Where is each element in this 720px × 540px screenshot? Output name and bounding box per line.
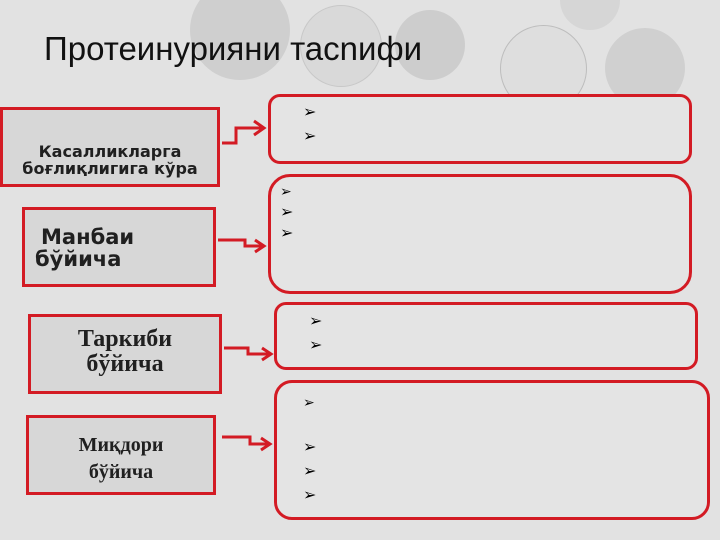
bullet-marker: ➢: [280, 183, 292, 199]
bullet-list-box: ➢ ➢ ➢: [268, 174, 692, 294]
connector-arrow: [222, 435, 270, 446]
bullet-marker: ➢: [303, 439, 317, 456]
bullet-marker: ➢: [303, 463, 317, 480]
bullet-marker: ➢: [280, 204, 294, 221]
connector-arrow: [218, 238, 264, 248]
bullet-marker: ➢: [280, 225, 294, 242]
connector-arrow: [224, 346, 271, 356]
connector-arrow: [260, 436, 273, 452]
bullet-list-box: ➢ ➢ ➢ ➢: [274, 380, 710, 520]
category-box-disease-related: Касалликларга боғлиқлигига кўра: [0, 107, 220, 187]
bullet-marker: ➢: [309, 313, 323, 330]
bullet-list-box: ➢ ➢: [274, 302, 698, 370]
bullet-marker: ➢: [303, 128, 317, 145]
connector-arrow: [261, 346, 274, 362]
category-box-quantity: Миқдори бўйича: [26, 415, 216, 495]
connector-arrow: [222, 126, 264, 145]
decorative-circle: [395, 10, 465, 80]
bullet-marker: ➢: [303, 487, 317, 504]
bullet-marker: ➢: [303, 394, 315, 410]
category-label: Таркиби бўйича: [77, 326, 173, 378]
bullet-list-box: ➢ ➢: [268, 94, 692, 164]
slide-title: Протеинурияни тасnифи: [44, 30, 423, 67]
category-box-composition: Таркиби бўйича: [28, 314, 222, 394]
connector-arrow: [253, 119, 267, 137]
category-label: Манбаи бўйича: [35, 225, 135, 272]
decorative-circle: [300, 5, 382, 87]
bullet-marker: ➢: [303, 104, 317, 121]
category-box-source: Манбаи бўйича: [22, 207, 216, 287]
category-label: Касалликларга боғлиқлигига кўра: [22, 142, 198, 178]
category-label: Миқдори бўйича: [78, 434, 164, 483]
connector-arrow: [254, 238, 267, 254]
bullet-marker: ➢: [309, 337, 323, 354]
decorative-circle: [190, 0, 290, 80]
